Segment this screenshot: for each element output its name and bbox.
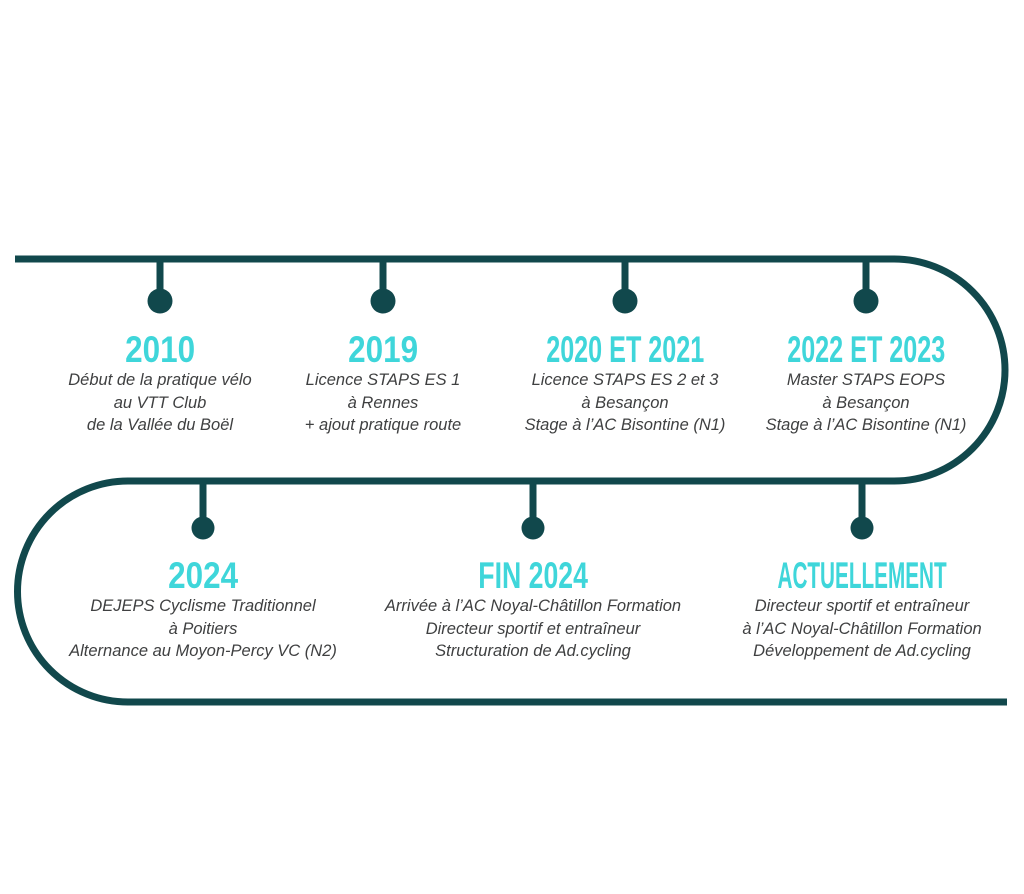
timeline-path xyxy=(14,255,1009,706)
timeline-node-dot xyxy=(612,288,638,314)
timeline-event-year: 2024 xyxy=(3,557,403,595)
description-line: Début de la pratique vélo xyxy=(68,371,252,389)
timeline-event-year: 2010 xyxy=(0,331,360,369)
timeline-event-fin-2024: FIN 2024 Arrivée à l’AC Noyal-Châtillon … xyxy=(333,557,733,663)
year-label: FIN 2024 xyxy=(478,555,588,596)
timeline-event-year: 2019 xyxy=(183,331,583,369)
timeline-event-year: ACTUELLEMENT xyxy=(662,557,1024,595)
timeline-event-description: Licence STAPS ES 1 à Rennes + ajout prat… xyxy=(183,369,583,437)
timeline-event-description: Directeur sportif et entraîneur à l’AC N… xyxy=(662,595,1024,663)
description-line: à Poitiers xyxy=(168,619,238,638)
year-label: ACTUELLEMENT xyxy=(777,555,947,596)
timeline-event-description: Arrivée à l’AC Noyal-Châtillon Formation… xyxy=(333,595,733,663)
year-label: 2010 xyxy=(125,329,195,370)
timeline-event-year: 2022 ET 2023 xyxy=(666,331,1024,369)
timeline-node-dot xyxy=(521,516,545,540)
description-line: Licence STAPS ES 2 et 3 xyxy=(531,371,719,389)
description-line: à Besançon xyxy=(581,393,669,412)
description-line: à Besançon xyxy=(822,393,910,412)
year-label: 2019 xyxy=(348,329,418,370)
timeline-event-2010: 2010 Début de la pratique vélo au VTT Cl… xyxy=(0,331,360,437)
description-line: Développement de Ad.cycling xyxy=(753,642,971,660)
timeline-event-year: FIN 2024 xyxy=(333,557,733,595)
description-line: Directeur sportif et entraîneur xyxy=(425,619,641,638)
description-line: à Rennes xyxy=(347,393,419,412)
year-label: 2022 ET 2023 xyxy=(786,329,946,370)
timeline-node-dot xyxy=(850,516,874,540)
description-line: Licence STAPS ES 1 xyxy=(305,371,461,389)
description-line: Structuration de Ad.cycling xyxy=(435,642,631,660)
description-line: + ajout pratique route xyxy=(304,416,462,434)
description-line: Master STAPS EOPS xyxy=(786,371,946,389)
timeline-event-description: Master STAPS EOPS à Besançon Stage à l’A… xyxy=(666,369,1024,437)
description-line: à l’AC Noyal-Châtillon Formation xyxy=(742,619,982,638)
year-label: 2024 xyxy=(168,555,238,596)
description-line: Alternance au Moyon-Percy VC (N2) xyxy=(69,642,337,660)
timeline-event-year: 2020 ET 2021 xyxy=(425,331,825,369)
timeline-event-description: Début de la pratique vélo au VTT Club de… xyxy=(0,369,360,437)
timeline-event-2022-2023: 2022 ET 2023 Master STAPS EOPS à Besanço… xyxy=(666,331,1024,437)
description-line: DEJEPS Cyclisme Traditionnel xyxy=(90,597,316,615)
timeline-event-actuellement: ACTUELLEMENT Directeur sportif et entraî… xyxy=(662,557,1024,663)
timeline-event-description: DEJEPS Cyclisme Traditionnel à Poitiers … xyxy=(3,595,403,663)
description-line: de la Vallée du Boël xyxy=(86,416,234,434)
timeline-node-dot xyxy=(147,288,173,314)
description-line: Directeur sportif et entraîneur xyxy=(754,597,970,615)
description-line: au VTT Club xyxy=(113,393,207,412)
description-line: Stage à l’AC Bisontine (N1) xyxy=(524,416,726,434)
year-label: 2020 ET 2021 xyxy=(545,329,705,370)
timeline-event-2020-2021: 2020 ET 2021 Licence STAPS ES 2 et 3 à B… xyxy=(425,331,825,437)
timeline-event-2019: 2019 Licence STAPS ES 1 à Rennes + ajout… xyxy=(183,331,583,437)
timeline-event-description: Licence STAPS ES 2 et 3 à Besançon Stage… xyxy=(425,369,825,437)
timeline-node-dot xyxy=(191,516,215,540)
timeline-event-2024: 2024 DEJEPS Cyclisme Traditionnel à Poit… xyxy=(3,557,403,663)
description-line: Arrivée à l’AC Noyal-Châtillon Formation xyxy=(384,597,682,615)
timeline-node-dot xyxy=(853,288,879,314)
timeline-node-dot xyxy=(370,288,396,314)
description-line: Stage à l’AC Bisontine (N1) xyxy=(765,416,967,434)
